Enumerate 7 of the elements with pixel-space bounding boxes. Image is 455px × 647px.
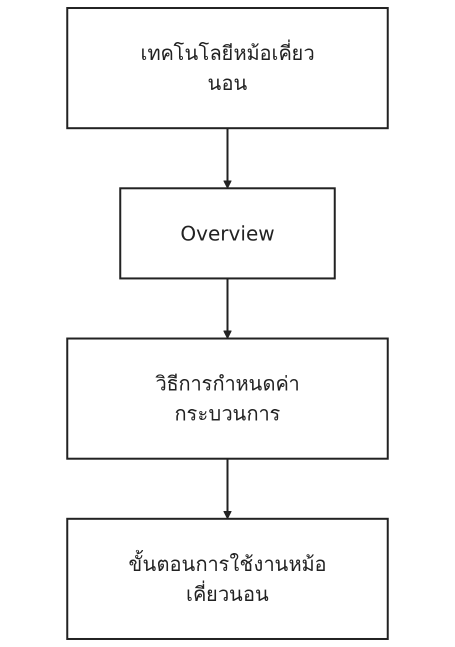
node-box: เทคโนโลยีหม้อเคี่ยวนอน [66,7,389,130]
arrow [223,128,232,189]
arrow [223,278,232,339]
node-box: Overview [119,187,336,280]
node-box: ขั้นตอนการใช้งานหม้อเคี่ยวนอน [66,518,389,640]
node-box: วิธีการกำหนดค่ากระบวนการ [66,338,389,460]
arrow [223,458,232,520]
